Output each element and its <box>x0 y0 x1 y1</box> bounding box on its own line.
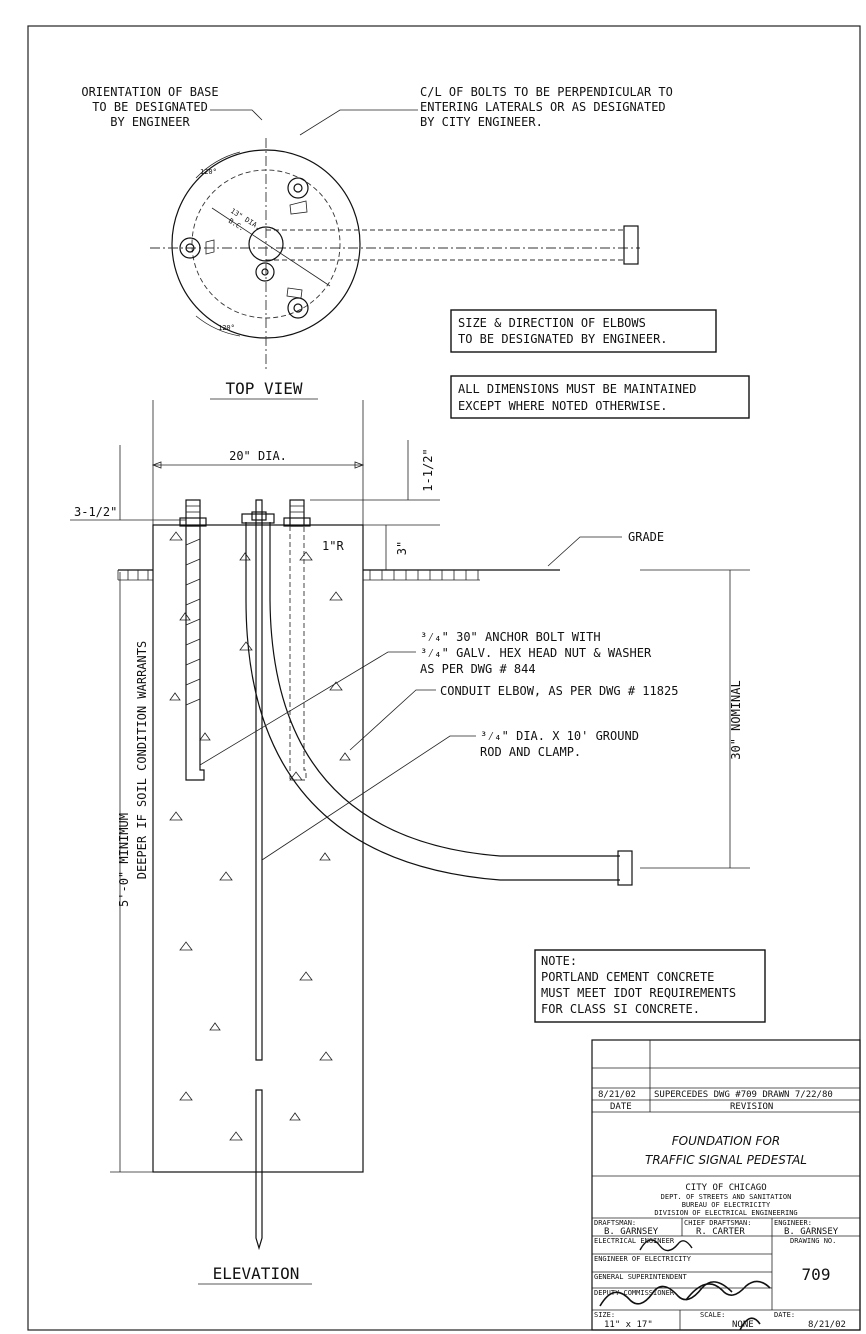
svg-text:FOR CLASS SI CONCRETE.: FOR CLASS SI CONCRETE. <box>541 1002 700 1016</box>
angle-arc-bottom <box>195 315 241 337</box>
svg-text:NOTE:: NOTE: <box>541 954 577 968</box>
engineer-label: ENGINEER: <box>774 1219 812 1227</box>
anchor-bolt-left <box>179 499 207 781</box>
anchor-bolt-leader <box>199 651 416 766</box>
centerline-leader <box>299 109 418 136</box>
engineer-name: B. GARNSEY <box>784 1227 839 1237</box>
orientation-note-3: BY ENGINEER <box>110 115 190 129</box>
drawing-number: 709 <box>802 1265 831 1284</box>
bolt-left <box>179 237 215 259</box>
conduit-plan-center <box>248 226 284 262</box>
projection-bolt-label: 3-1/2" <box>74 505 117 519</box>
drawing-title-1: FOUNDATION FOR <box>672 1134 780 1148</box>
svg-text:SIZE & DIRECTION OF ELBOWS: SIZE & DIRECTION OF ELBOWS <box>458 316 646 330</box>
centerline-note-3: BY CITY ENGINEER. <box>420 115 543 129</box>
dimensions-note-box: ALL DIMENSIONS MUST BE MAINTAINED EXCEPT… <box>450 375 750 419</box>
chief-label: CHIEF DRAFTSMAN: <box>684 1219 751 1227</box>
conduit-plan-end <box>623 225 639 265</box>
grade-line <box>117 569 560 581</box>
above-grade-label: 3" <box>395 541 409 555</box>
foundation-body <box>152 524 364 1173</box>
title-block: 8/21/02 SUPERCEDES DWG #709 DRAWN 7/22/8… <box>591 1039 861 1331</box>
engineer-of-electricity-label: ENGINEER OF ELECTRICITY <box>594 1255 692 1263</box>
diameter-label: 20" DIA. <box>229 449 287 463</box>
projection-top-label: 1-1/2" <box>421 448 435 491</box>
depth-min-label: 5'-0" MINIMUM <box>117 813 131 907</box>
signature-commissioner <box>685 1280 771 1331</box>
grade-leader <box>547 536 622 567</box>
drawing-no-label: DRAWING NO. <box>790 1237 836 1245</box>
anchor-bolt-right <box>283 499 311 781</box>
signature-deputy <box>599 1281 733 1307</box>
ground-rod-leader <box>261 735 476 861</box>
top-view-title: TOP VIEW <box>225 379 302 398</box>
deputy-commissioner-label: DEPUTY COMMISSIONER <box>594 1289 675 1297</box>
centerline-note-1: C/L OF BOLTS TO BE PERPENDICULAR TO <box>420 85 673 99</box>
svg-text:EXCEPT WHERE NOTED OTHERWISE.: EXCEPT WHERE NOTED OTHERWISE. <box>458 399 668 413</box>
anchor-bolt-note-2: ³⁄₄" GALV. HEX HEAD NUT & WASHER <box>420 646 652 660</box>
bolt-top-right <box>287 177 309 215</box>
conduit-note: CONDUIT ELBOW, AS PER DWG # 11825 <box>440 684 678 698</box>
centerline-note-2: ENTERING LATERALS OR AS DESIGNATED <box>420 100 666 114</box>
dept-name: DEPT. OF STREETS AND SANITATION <box>661 1193 792 1201</box>
ground-rod-note-2: ROD AND CLAMP. <box>480 745 581 759</box>
chief-name: R. CARTER <box>696 1227 745 1237</box>
anchor-bolt-note-1: ³⁄₄" 30" ANCHOR BOLT WITH <box>420 630 601 644</box>
anchor-bolt-note-3: AS PER DWG # 844 <box>420 662 536 676</box>
date-header: DATE <box>610 1102 632 1112</box>
orientation-note-2: TO BE DESIGNATED <box>92 100 208 114</box>
ground-rod-plan <box>255 262 275 282</box>
conduit-elbow <box>241 513 633 886</box>
conduit-leader <box>349 689 436 751</box>
revision-date: 8/21/02 <box>598 1090 636 1100</box>
size-label: SIZE: <box>594 1311 615 1319</box>
signature-electrical-engineer <box>639 1239 693 1252</box>
revision-header: REVISION <box>730 1102 773 1112</box>
angle-top-label: 120° <box>200 168 217 176</box>
elevation-title: ELEVATION <box>213 1264 300 1283</box>
electrical-engineer-label: ELECTRICAL ENGINEER <box>594 1237 675 1245</box>
svg-text:ALL DIMENSIONS MUST BE MAINTAI: ALL DIMENSIONS MUST BE MAINTAINED <box>458 382 696 396</box>
draftsman-name: B. GARNSEY <box>604 1227 659 1237</box>
bolt-bottom-right <box>286 287 309 319</box>
grade-label: GRADE <box>628 530 664 544</box>
top-view: ORIENTATION OF BASE TO BE DESIGNATED BY … <box>81 85 673 400</box>
ground-rod-note-1: ³⁄₄" DIA. X 10' GROUND <box>480 729 639 743</box>
scale-label: SCALE: <box>700 1311 725 1319</box>
elbows-note-box: SIZE & DIRECTION OF ELBOWS TO BE DESIGNA… <box>450 309 717 353</box>
depth-deeper-label: DEEPER IF SOIL CONDITION WARRANTS <box>135 641 149 879</box>
angle-arc-top <box>195 151 241 179</box>
nominal-label: 30" NOMINAL <box>729 680 743 759</box>
radius-label: 1"R <box>322 539 344 553</box>
angle-bottom-label: 120° <box>218 324 235 332</box>
division-name: DIVISION OF ELECTRICAL ENGINEERING <box>654 1209 797 1217</box>
revision-text: SUPERCEDES DWG #709 DRAWN 7/22/80 <box>654 1090 833 1100</box>
general-superintendent-label: GENERAL SUPERINTENDENT <box>594 1273 688 1281</box>
svg-text:TO BE DESIGNATED BY ENGINEER.: TO BE DESIGNATED BY ENGINEER. <box>458 332 668 346</box>
orientation-leader <box>210 109 263 121</box>
ground-rod-plan-inner <box>261 268 269 276</box>
svg-text:PORTLAND CEMENT CONCRETE: PORTLAND CEMENT CONCRETE <box>541 970 714 984</box>
city-name: CITY OF CHICAGO <box>685 1183 766 1193</box>
draftsman-label: DRAFTSMAN: <box>594 1219 636 1227</box>
sheet-border <box>27 25 861 1331</box>
sheet-size: 11" x 17" <box>604 1320 653 1330</box>
svg-text:MUST MEET IDOT REQUIREMENTS: MUST MEET IDOT REQUIREMENTS <box>541 986 736 1000</box>
bolt-circle-diameter-line <box>211 207 331 287</box>
orientation-note-1: ORIENTATION OF BASE <box>81 85 218 99</box>
ground-rod <box>251 499 267 1251</box>
date-label: DATE: <box>774 1311 795 1319</box>
bureau-name: BUREAU OF ELECTRICITY <box>682 1201 771 1209</box>
concrete-note-box: NOTE: PORTLAND CEMENT CONCRETE MUST MEET… <box>534 949 766 1023</box>
drawing-title-2: TRAFFIC SIGNAL PEDESTAL <box>645 1153 807 1167</box>
elevation-view: 20" DIA. <box>70 400 750 1285</box>
drawing-date: 8/21/02 <box>808 1320 846 1330</box>
concrete-hatch <box>169 531 351 1141</box>
